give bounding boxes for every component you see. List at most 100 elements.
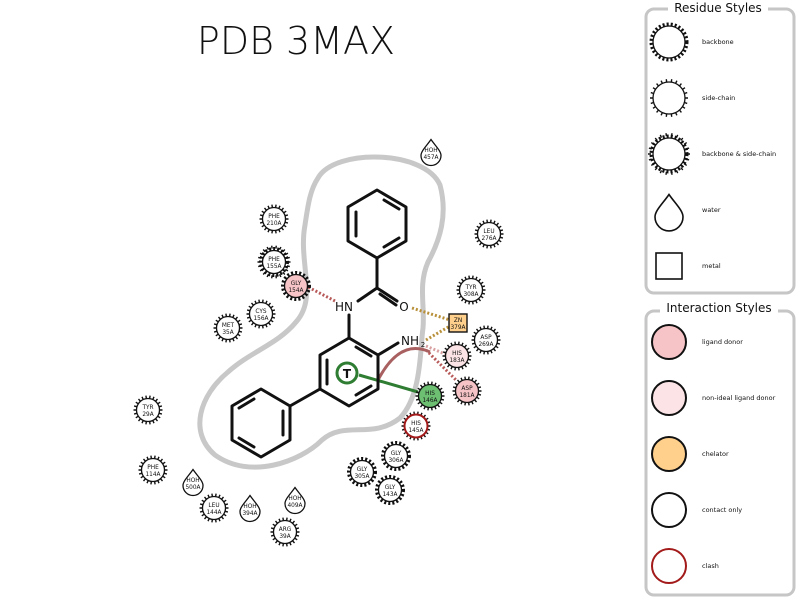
legend-residue-metal: metal: [655, 252, 721, 280]
residue-name: HIS: [411, 421, 421, 427]
atom-nh2-subscript: 2: [421, 341, 425, 349]
hbond-his183: [425, 344, 446, 356]
residue-number: 305A: [354, 474, 369, 480]
water-number: 500A: [185, 485, 200, 491]
residue-number: 145A: [408, 428, 423, 434]
residue-number: 269A: [478, 342, 493, 348]
pi-stack-his146: [358, 373, 419, 394]
residue-name: TYR: [464, 285, 476, 291]
residue-name: HIS: [425, 391, 435, 397]
residue-name: LEU: [208, 503, 219, 509]
residue-styles-title: Residue Styles: [674, 1, 762, 15]
residue-name: GLY: [391, 451, 402, 457]
residue-name: PHE: [268, 214, 280, 220]
water-number: 394A: [242, 511, 257, 517]
metal-name: ZN: [454, 318, 462, 324]
residue-number: 183A: [449, 358, 464, 364]
legend-label: water: [702, 206, 721, 214]
residue-number: 156A: [253, 316, 268, 322]
interaction-lines: [305, 284, 458, 394]
residue-name: TYR: [141, 405, 153, 411]
pi-stack-marker: [335, 361, 359, 385]
residue-name: HIS: [452, 351, 462, 357]
residue-number: 143A: [382, 492, 397, 498]
ligand: [230, 188, 408, 459]
residue-name: MET: [222, 323, 235, 329]
legend-label: ligand donor: [702, 338, 743, 346]
legend-interaction-item: ligand donor: [651, 324, 743, 360]
legend-residue-both: backbone & side-chain: [648, 133, 776, 175]
legend-label: non-ideal ligand donor: [702, 394, 776, 402]
residue-name: GLY: [291, 281, 302, 287]
residue-name: CYS: [255, 309, 266, 315]
hbond-asp181: [424, 348, 458, 382]
legend-interaction-item: non-ideal ligand donor: [651, 380, 776, 416]
legend-label: metal: [702, 262, 721, 270]
interaction-styles-legend: ligand donor non-ideal ligand donor chelat…: [651, 324, 776, 584]
legend-residue-sidechain: side-chain: [650, 79, 735, 117]
legend-interaction-item: contact only: [651, 492, 742, 528]
legend-label: clash: [702, 562, 719, 570]
residue-name: ARG: [279, 527, 292, 533]
legend-label: backbone & side-chain: [702, 150, 776, 158]
residue-number: 114A: [145, 472, 160, 478]
legend-residue-backbone: backbone: [649, 22, 734, 62]
water-number: 457A: [423, 155, 438, 161]
legend-interaction-item: chelator: [651, 436, 729, 472]
water-name: HOH: [186, 478, 199, 484]
residue-name: ASP: [461, 386, 473, 392]
residue-number: 155A: [266, 264, 281, 270]
residue-number: 306A: [388, 458, 403, 464]
residue-styles-legend: backbone side-chain backbone & side-chain w…: [648, 22, 776, 280]
residue-name: PHE: [268, 257, 280, 263]
residue-name: LEU: [483, 229, 494, 235]
legend-label: backbone: [702, 38, 734, 46]
residue-name: GLY: [357, 467, 368, 473]
legend-residue-water: water: [654, 193, 721, 232]
residue-number: 146A: [422, 398, 437, 404]
legend-label: chelator: [702, 450, 729, 458]
chelation-zn-o: [411, 306, 451, 322]
residue-number: 154A: [288, 288, 303, 294]
pocket-outline: [197, 154, 446, 470]
water-name: HOH: [243, 504, 256, 510]
water-number: 409A: [287, 503, 302, 509]
legend-label: side-chain: [702, 94, 735, 102]
atom-nh: HN: [335, 300, 353, 314]
pi-stack-label: T: [343, 367, 352, 381]
chelation-zn-nh2: [425, 324, 451, 342]
water-name: HOH: [288, 496, 301, 502]
residue-number: 144A: [206, 510, 221, 516]
interaction-styles-title: Interaction Styles: [666, 301, 771, 315]
residue-name: PHE: [147, 465, 159, 471]
legend-label: contact only: [702, 506, 742, 514]
residue-number: 181A: [459, 393, 474, 399]
